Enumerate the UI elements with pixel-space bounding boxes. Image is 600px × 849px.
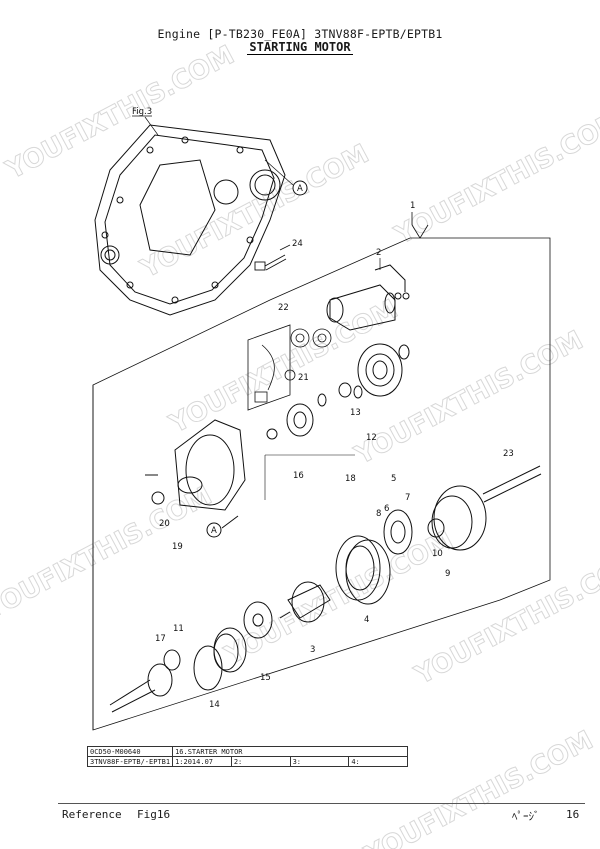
callout-12: 12 <box>366 433 377 443</box>
page-title: STARTING MOTOR <box>0 40 600 55</box>
watermark-text: YOUFIXTHIS.COM <box>359 725 598 849</box>
table-cell: 0CD50-M00640 <box>86 746 174 757</box>
footer-page-label: ﾍﾟｰｼﾞ <box>512 810 540 823</box>
callout-24: 24 <box>292 239 303 249</box>
header-model-line: Engine [P-TB230_FE0A] 3TNV88F-EPTB/EPTB1 <box>157 27 443 41</box>
flywheel-housing <box>94 124 286 316</box>
callout-2: 2 <box>376 248 381 258</box>
callout-20: 20 <box>159 519 170 529</box>
watermark-text: YOUFIXTHIS.COM <box>1 40 240 186</box>
table-cell: 4: <box>348 756 409 767</box>
watermark-text: YOUFIXTHIS.COM <box>0 481 217 627</box>
callout-3: 3 <box>310 645 315 655</box>
callout-23: 23 <box>503 449 514 459</box>
table-cell: 1:2014.07 <box>172 756 232 767</box>
callout-17: 17 <box>155 634 166 644</box>
watermark-layer: YOUFIXTHIS.COM YOUFIXTHIS.COM YOUFIXTHIS… <box>0 40 600 849</box>
watermark-text: YOUFIXTHIS.COM <box>164 294 403 440</box>
callout-9: 9 <box>445 569 450 579</box>
callout-11: 11 <box>173 624 184 634</box>
watermark-text: YOUFIXTHIS.COM <box>389 105 600 251</box>
table-row: 0CD50-M00640 16.STARTER MOTOR <box>86 746 409 757</box>
table-cell: 3TNV88F-EPTB/-EPTB1 <box>86 756 174 767</box>
callout-22: 22 <box>278 303 289 313</box>
footer-reference: Reference <box>62 808 122 821</box>
callout-19: 19 <box>172 542 183 552</box>
callout-1: 1 <box>410 201 415 211</box>
callout-16: 16 <box>293 471 304 481</box>
callout-5: 5 <box>391 474 396 484</box>
watermark-text: YOUFIXTHIS.COM <box>409 545 600 691</box>
footer-fig: Fig16 <box>137 808 171 821</box>
watermark-text: YOUFIXTHIS.COM <box>219 525 458 671</box>
callout-18: 18 <box>345 474 356 484</box>
table-cell: 2: <box>230 756 291 767</box>
fig-ref-label: Fig.3 <box>132 107 152 117</box>
callout-4: 4 <box>364 615 369 625</box>
table-row: 3TNV88F-EPTB/-EPTB1 1:2014.07 2: 3: 4: <box>86 756 409 767</box>
ref-marker-a-2: A <box>211 526 217 536</box>
callout-7: 7 <box>405 493 410 503</box>
page-title-text: STARTING MOTOR <box>247 40 353 55</box>
callout-13: 13 <box>350 408 361 418</box>
ref-marker-a: A <box>297 184 303 194</box>
footer-divider <box>58 803 585 804</box>
callout-15: 15 <box>260 673 271 683</box>
callout-8: 8 <box>376 509 381 519</box>
callout-6: 6 <box>384 504 389 514</box>
callout-10: 10 <box>432 549 443 559</box>
table-cell: 16.STARTER MOTOR <box>172 746 409 757</box>
callout-21: 21 <box>298 373 309 383</box>
watermark-text: YOUFIXTHIS.COM <box>349 325 588 471</box>
callout-14: 14 <box>209 700 220 710</box>
table-cell: 3: <box>289 756 350 767</box>
footer-page-number: 16 <box>566 808 580 821</box>
document-info-table: 0CD50-M00640 16.STARTER MOTOR 3TNV88F-EP… <box>86 746 409 767</box>
